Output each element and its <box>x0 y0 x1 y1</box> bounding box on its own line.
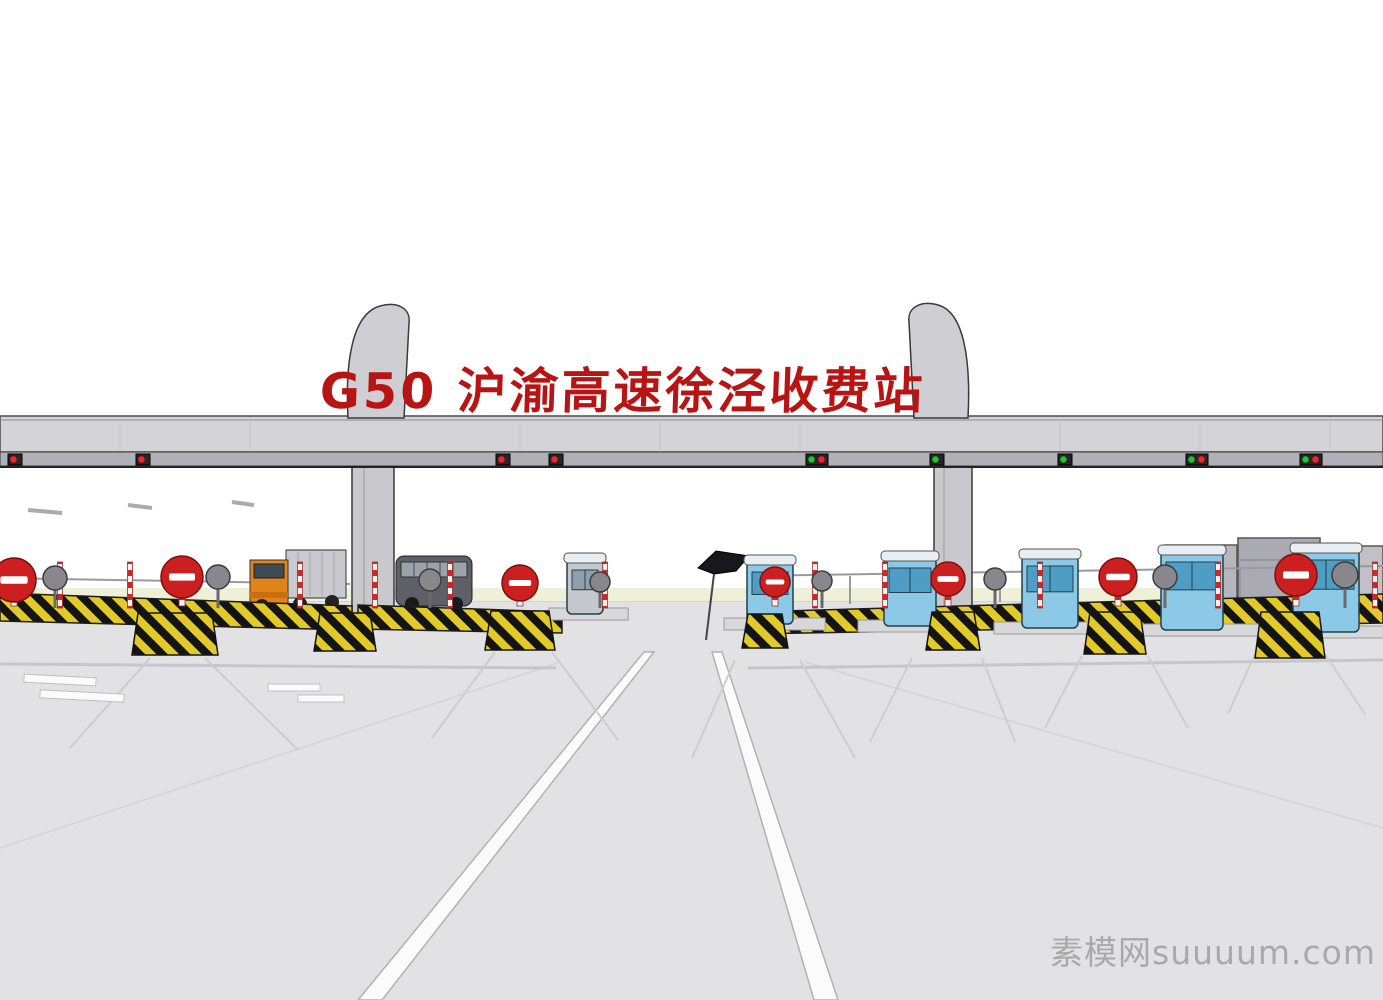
crash-attenuator <box>484 610 556 651</box>
delineator-pole <box>447 561 453 609</box>
crash-attenuator <box>131 612 219 656</box>
sign-back <box>1152 564 1178 608</box>
green-signal-light <box>1188 456 1195 463</box>
sign-back <box>811 570 833 608</box>
lane-signals <box>7 453 1323 466</box>
crash-attenuator <box>925 611 981 651</box>
red-signal-light <box>498 456 505 463</box>
green-signal-light <box>1060 456 1067 463</box>
toll-booth <box>993 548 1118 635</box>
no-entry-sign <box>1274 553 1318 607</box>
no-entry-sign <box>759 566 791 607</box>
sign-back <box>1331 561 1359 608</box>
sign-back <box>42 565 68 608</box>
delineator-pole <box>297 561 303 609</box>
road-surface <box>0 602 1383 1000</box>
no-entry-sign <box>501 564 539 607</box>
gantry-beam <box>0 415 1383 468</box>
green-signal-light <box>932 456 939 463</box>
left-arch-fin <box>346 303 410 419</box>
pavement-markings <box>0 651 1383 1000</box>
no-entry-sign <box>0 557 37 607</box>
lane-signal <box>1185 453 1209 466</box>
no-entry-sign <box>1098 557 1138 607</box>
lane-signal <box>929 453 945 466</box>
crash-attenuators <box>131 610 1326 659</box>
no-entry-sign <box>160 555 204 607</box>
sign-back <box>983 567 1007 608</box>
red-signal-light <box>10 456 17 463</box>
lane-signal <box>7 453 23 466</box>
right-arch-fin <box>908 302 970 419</box>
watermark: 素模网suuuum.com <box>1050 933 1376 972</box>
red-signal-light <box>1198 456 1205 463</box>
sign-back <box>418 568 442 608</box>
lane-signal <box>135 453 151 466</box>
crash-attenuator <box>1083 611 1147 655</box>
lane-signal <box>495 453 511 466</box>
crash-attenuator <box>313 612 377 652</box>
lane-signal <box>1057 453 1073 466</box>
traffic-signs <box>0 553 1359 608</box>
gantry-sign-text: G50 沪渝高速徐泾收费站 <box>318 363 927 420</box>
delineator-pole <box>372 561 378 609</box>
lane-signal <box>548 453 564 466</box>
red-signal-light <box>818 456 825 463</box>
no-entry-sign <box>930 561 966 607</box>
sign-back <box>205 564 231 608</box>
red-signal-light <box>1312 456 1319 463</box>
sign-back <box>589 571 611 608</box>
delineator-pole <box>1037 561 1043 609</box>
arch-fins <box>346 302 970 419</box>
green-signal-light <box>808 456 815 463</box>
crash-attenuator <box>741 613 789 649</box>
delineator-pole <box>1372 561 1378 609</box>
distant-sky-streaks <box>27 500 255 515</box>
green-signal-light <box>1302 456 1309 463</box>
delineator-pole <box>882 561 888 609</box>
toll-booth <box>548 552 629 621</box>
lane-signal <box>805 453 829 466</box>
center-marker <box>697 550 750 641</box>
red-signal-light <box>138 456 145 463</box>
delineator-pole <box>1215 561 1221 609</box>
delineator-pole <box>127 561 133 609</box>
crash-attenuator <box>1254 611 1326 659</box>
red-signal-light <box>551 456 558 463</box>
lane-signal <box>1299 453 1323 466</box>
